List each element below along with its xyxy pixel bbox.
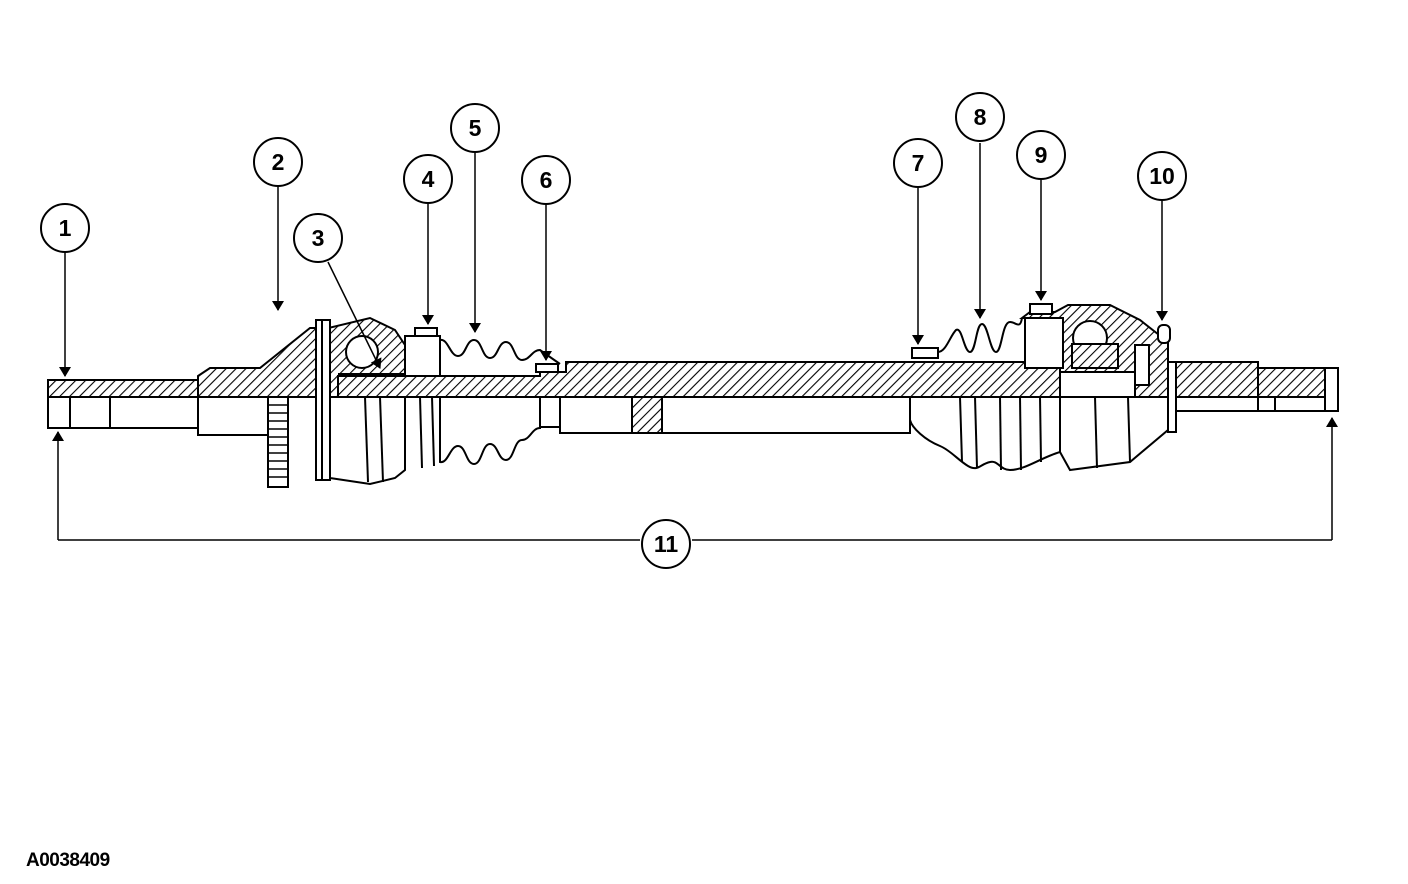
outer-small-clamp — [911, 347, 939, 359]
interconnecting-shaft-lower — [559, 396, 911, 434]
callout-10: 10 — [1137, 151, 1187, 201]
callout-8-label: 8 — [974, 104, 987, 130]
outer-boot-clamp — [1029, 303, 1053, 315]
tone-ring — [267, 396, 289, 488]
right-stub-shaft — [1167, 361, 1339, 398]
inner-boot-lower — [405, 396, 541, 466]
callout-7-label: 7 — [912, 150, 925, 176]
callout-6-label: 6 — [540, 167, 553, 193]
inner-boot-clamp — [414, 327, 438, 337]
outer-boot-upper — [937, 317, 1023, 354]
callout-6: 6 — [521, 155, 571, 205]
shaft-assembly — [47, 303, 1339, 488]
callout-9-label: 9 — [1035, 142, 1048, 168]
leader-lines — [52, 143, 1338, 541]
damper-section — [631, 396, 663, 434]
callout-2-label: 2 — [272, 149, 285, 175]
callout-8: 8 — [955, 92, 1005, 142]
callout-2: 2 — [253, 137, 303, 187]
inner-joint-flange — [197, 327, 321, 398]
inner-boot-upper — [439, 338, 561, 365]
left-stub-hatch — [47, 379, 199, 398]
interconnecting-shaft-upper — [337, 361, 1061, 398]
callout-4-label: 4 — [422, 166, 435, 192]
callout-3-label: 3 — [312, 225, 325, 251]
callout-1: 1 — [40, 203, 90, 253]
retaining-ring — [1157, 324, 1171, 344]
callout-11-label: 11 — [654, 531, 679, 557]
figure-id: A0038409 — [26, 850, 110, 871]
callout-5: 5 — [450, 103, 500, 153]
callout-3: 3 — [293, 213, 343, 263]
inner-cv-ball — [345, 335, 379, 369]
callout-10-label: 10 — [1149, 163, 1175, 189]
outer-boot-lower — [909, 396, 1061, 472]
callout-11: 11 — [641, 519, 691, 569]
callout-9: 9 — [1016, 130, 1066, 180]
inner-small-clamp — [535, 363, 559, 373]
leader-3 — [327, 261, 382, 369]
callout-5-label: 5 — [469, 115, 482, 141]
callout-4: 4 — [403, 154, 453, 204]
callout-1-label: 1 — [59, 215, 72, 241]
callout-7: 7 — [893, 138, 943, 188]
